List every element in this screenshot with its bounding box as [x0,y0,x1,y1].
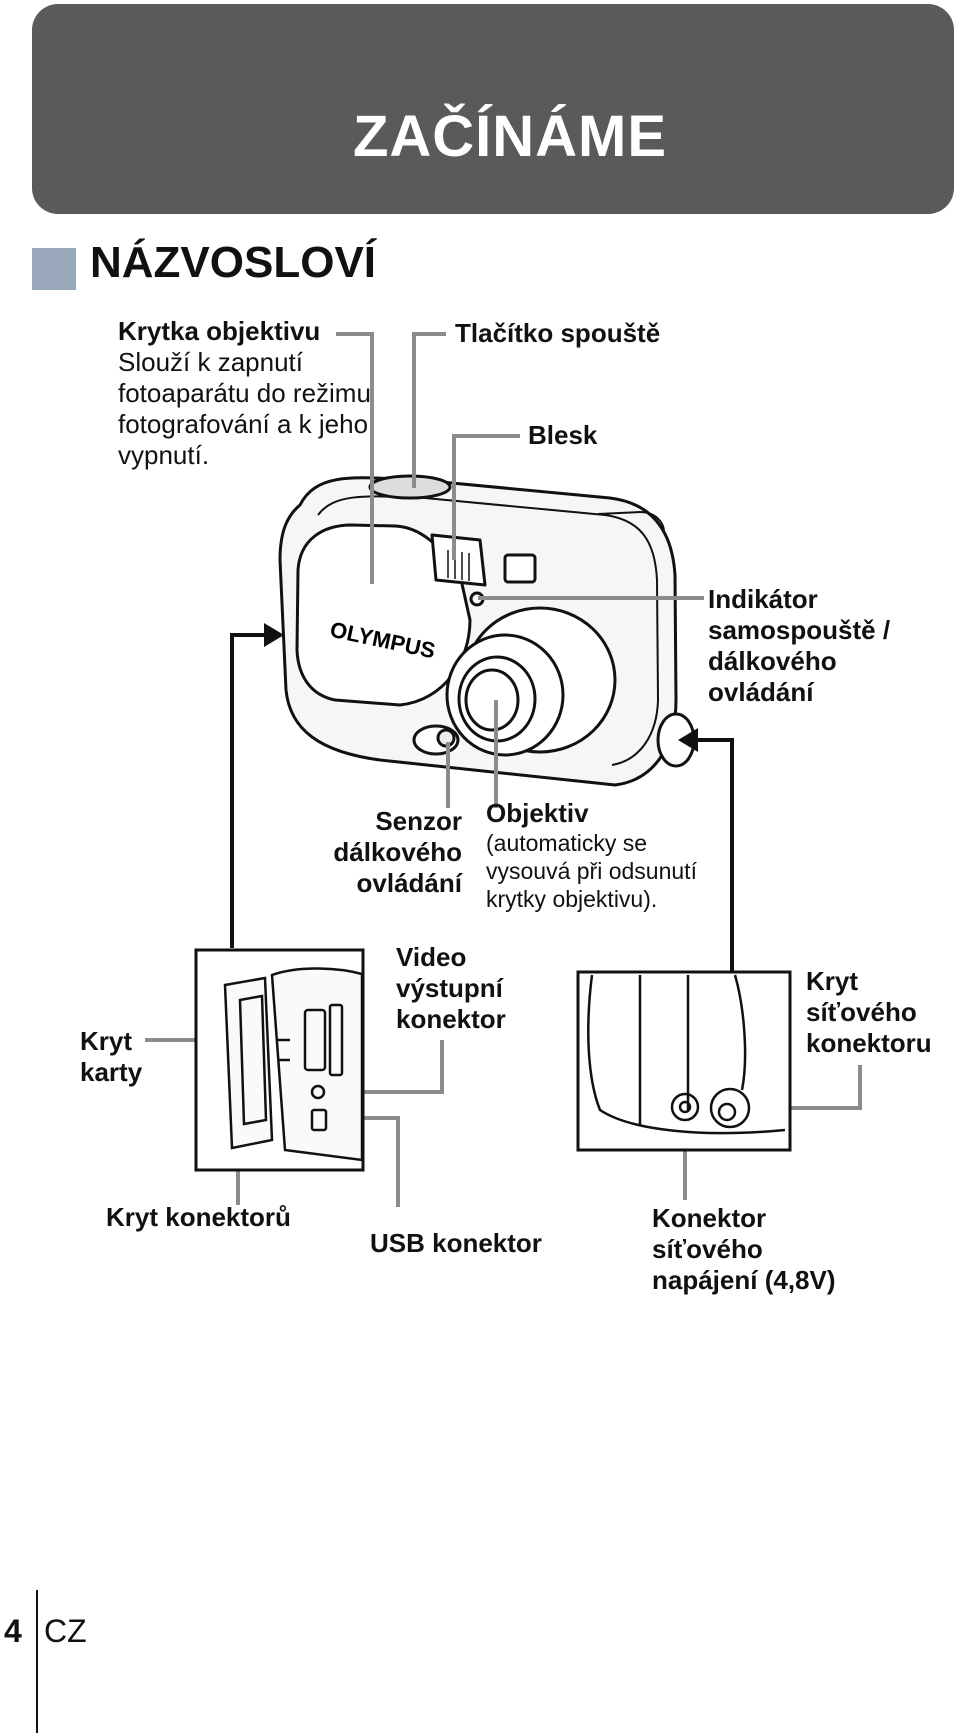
label-shutter-button: Tlačítko spouště [455,318,661,348]
label-remote-sensor-1: Senzor [375,806,462,836]
label-card-cover-2: karty [80,1057,143,1087]
label-dc-in: Konektor síťového napájení (4,8V) [652,1203,836,1296]
label-usb-connector: USB konektor [370,1228,542,1258]
label-card-cover-1: Kryt [80,1026,133,1056]
page-title: ZAČÍNÁME [352,104,668,169]
card-side-illustration [223,967,364,1162]
label-lens-cover-title: Krytka objektivu [118,316,321,346]
header-banner [32,4,954,214]
label-lens-desc-2: vysouvá při odsunutí [486,858,697,884]
inset-dc-side [576,970,792,1152]
label-self-timer-4: ovládání [708,677,814,707]
label-lens: Objektiv (automaticky se vysouvá při ods… [486,798,697,913]
label-remote-sensor: Senzor dálkového ovládání [300,806,462,899]
arrow-head-left [264,623,284,647]
label-lens-cover-desc-2: fotoaparátu do režimu [118,378,371,408]
label-lens-cover-desc-1: Slouží k zapnutí [118,347,303,377]
page-number: 4 [4,1613,22,1649]
label-dc-cover-1: Kryt [806,966,859,996]
label-connector-cover: Kryt konektorů [106,1202,291,1232]
label-lens-cover-desc-4: vypnutí. [118,440,210,470]
page-language: CZ [44,1613,87,1649]
label-lens-desc-3: krytky objektivu). [486,886,658,912]
dc-side-illustration [587,974,786,1135]
label-self-timer-2: samospouště / [708,615,891,645]
label-lens-cover-desc-3: fotografování a k jeho [118,409,369,439]
label-dc-cover: Kryt síťového konektoru [806,966,932,1059]
label-self-timer-3: dálkového [708,646,837,676]
label-remote-sensor-3: ovládání [356,868,462,898]
label-video-out-3: konektor [396,1004,506,1034]
label-lens-desc-1: (automaticky se [486,830,648,856]
label-flash: Blesk [528,420,598,450]
label-dc-in-3: napájení (4,8V) [652,1265,836,1295]
label-video-out: Video výstupní konektor [396,942,506,1035]
label-video-out-2: výstupní [396,973,503,1003]
label-dc-in-1: Konektor [652,1203,767,1233]
label-dc-in-2: síťového [652,1234,763,1264]
label-lens-cover: Krytka objektivu Slouží k zapnutí fotoap… [118,316,371,471]
label-video-out-1: Video [396,942,467,972]
arrow-head-right [678,728,698,752]
footer-rule [36,1590,38,1733]
label-self-timer-1: Indikátor [708,584,818,614]
callout-arrows [230,633,734,972]
label-remote-sensor-2: dálkového [333,837,462,867]
label-dc-cover-2: síťového [806,997,917,1027]
label-dc-cover-3: konektoru [806,1028,932,1058]
section-marker [32,248,76,290]
label-self-timer: Indikátor samospouště / dálkového ovládá… [708,584,890,708]
camera-illustration [278,474,696,787]
section-title: NÁZVOSLOVÍ [90,238,377,287]
label-lens-title: Objektiv [486,798,589,828]
label-card-cover: Kryt karty [80,1026,142,1088]
